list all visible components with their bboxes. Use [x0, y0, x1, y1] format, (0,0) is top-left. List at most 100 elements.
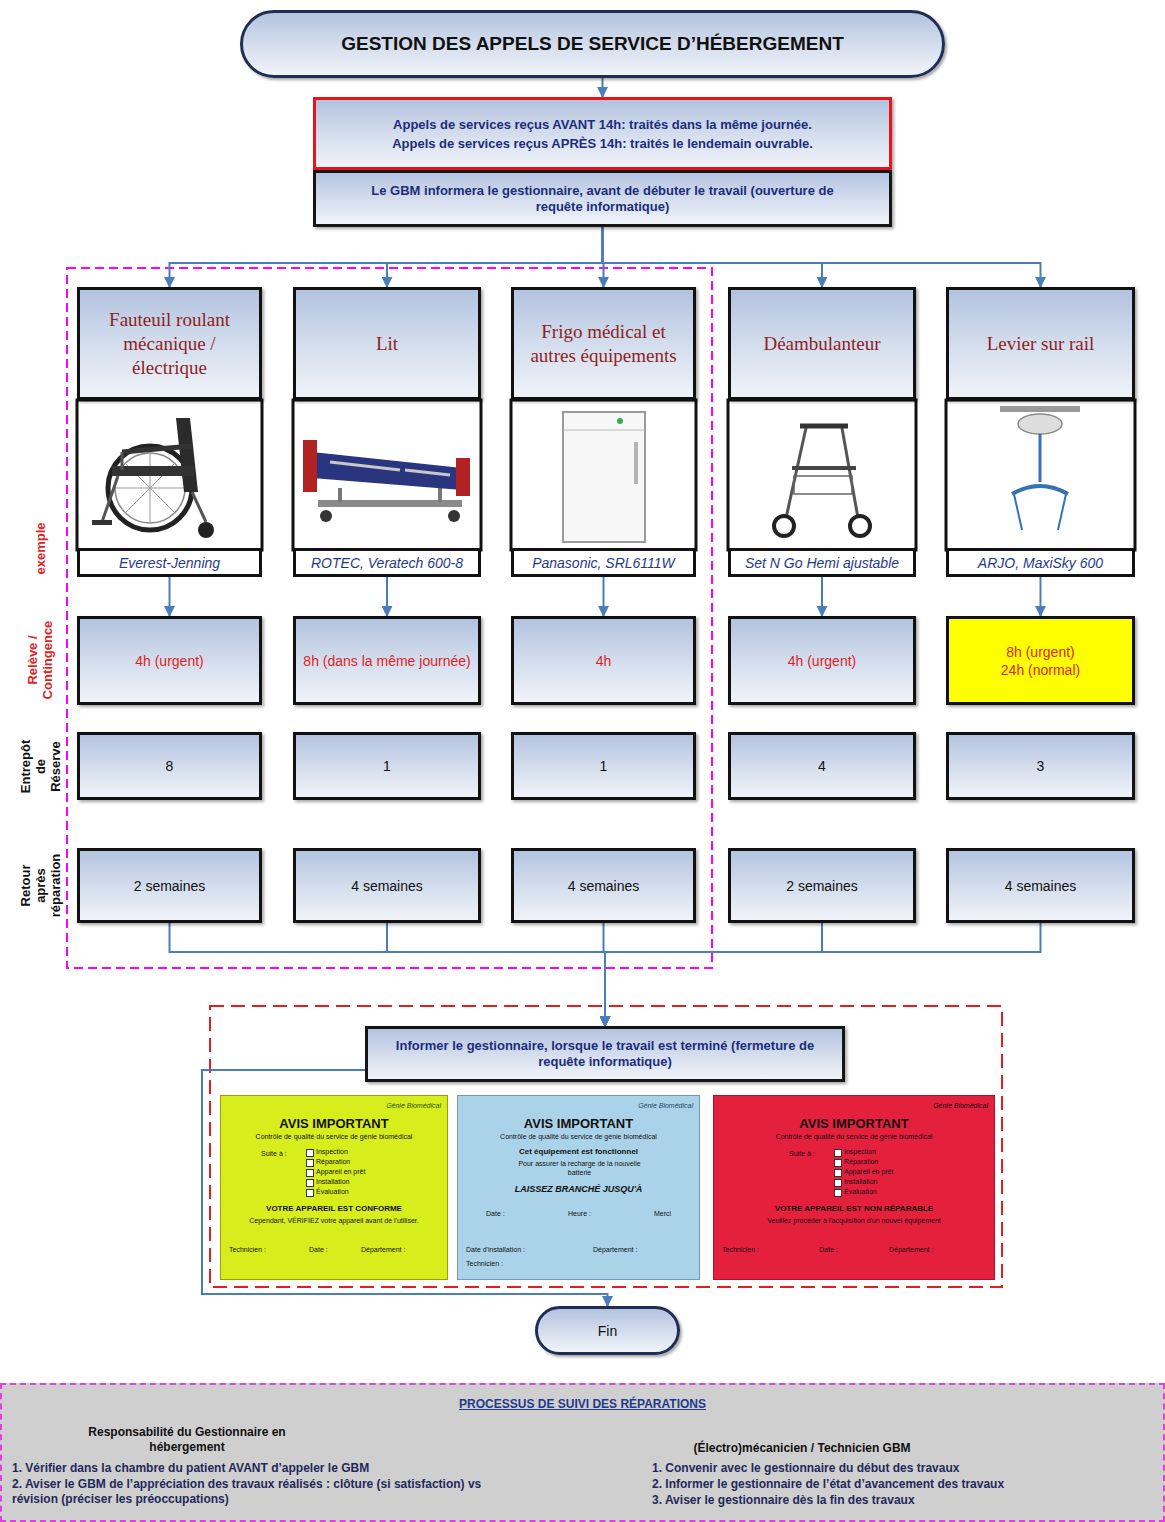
box-text: 4h (urgent) — [788, 652, 856, 670]
connector — [1040, 577, 1042, 616]
rollator-drawing — [842, 428, 858, 518]
card-text: PROCESSUS DE SUIVI DES RÉPARATIONS — [10, 1397, 1155, 1412]
rollator-drawing — [792, 466, 856, 470]
fridge-drawing — [563, 430, 645, 431]
box-text: Déambulanteur — [763, 332, 880, 356]
bed-drawing — [448, 510, 460, 522]
equipment-header: Déambulanteur — [728, 287, 916, 400]
equipment-header: Lit — [293, 287, 481, 400]
card-text: Département : — [889, 1246, 933, 1255]
connector — [602, 78, 604, 97]
return-box: 4 semaines — [293, 848, 481, 923]
card-text: 1. Vérifier dans la chambre du patient A… — [12, 1461, 612, 1476]
box-text: 2 semaines — [786, 878, 858, 894]
stock-box: 1 — [511, 732, 696, 800]
connector — [603, 227, 823, 287]
delay-box: 4h (urgent) — [728, 616, 916, 705]
box-text: 8h (urgent) 24h (normal) — [996, 643, 1086, 679]
bed-drawing — [303, 440, 317, 492]
connector — [603, 577, 605, 616]
process-box: Informer le gestionnaire, lorsque le tra… — [365, 1026, 845, 1082]
card-text: Suite à : — [789, 1150, 815, 1159]
card-text: Inspection — [834, 1148, 876, 1157]
bed-drawing — [320, 510, 332, 522]
box-text: Everest-Jenning — [119, 555, 220, 571]
card-text: Installation — [306, 1178, 349, 1187]
model-caption: Panasonic, SRL6111W — [511, 548, 696, 577]
ceiling-lift-drawing — [1000, 406, 1080, 412]
ceiling-lift-drawing — [1012, 486, 1068, 494]
card-text: Veuillez procéder à l'acquisition d'un n… — [722, 1217, 986, 1226]
rollator-drawing — [774, 516, 794, 536]
image-frame — [728, 400, 916, 550]
box-text: Levier sur rail — [987, 332, 1095, 356]
row-label: Entrepôt de Réserve — [18, 734, 63, 798]
return-box: 2 semaines — [77, 848, 262, 923]
card-text: AVIS IMPORTANT — [466, 1116, 691, 1132]
image-frame — [77, 400, 262, 550]
card-text: Département : — [593, 1246, 637, 1255]
card-text: Technicien : — [466, 1260, 503, 1269]
card-text: Installation — [834, 1178, 877, 1187]
wheelchair-drawing — [112, 466, 194, 476]
image-frame — [77, 400, 1135, 550]
card-text: Technicien : — [229, 1246, 266, 1255]
card-text: Cependant, VÉRIFIEZ votre appareil avant… — [229, 1217, 439, 1226]
wheelchair-drawing — [92, 418, 214, 538]
fridge-drawing — [563, 412, 645, 542]
model-caption: Everest-Jenning — [77, 548, 262, 577]
card-text: Département : — [361, 1246, 405, 1255]
row-label: exemple — [33, 508, 48, 588]
stock-box: 3 — [946, 732, 1135, 800]
card-text: Contrôle de qualité du service de génie … — [229, 1133, 439, 1142]
box-text: Informer le gestionnaire, lorsque le tra… — [380, 1038, 830, 1070]
connector — [386, 577, 388, 616]
notice-card: Génie BiomédicalAVIS IMPORTANTContrôle d… — [457, 1095, 700, 1280]
rollator-drawing — [800, 424, 848, 429]
card-text: LAISSEZ BRANCHÉ JUSQU'À — [466, 1184, 691, 1195]
box-text: 3 — [1037, 758, 1045, 774]
model-caption: Set N Go Hemi ajustable — [728, 548, 916, 577]
rollator-drawing — [794, 476, 852, 494]
image-frame — [511, 400, 696, 550]
rule-box: Appels de services reçus AVANT 14h: trai… — [313, 97, 892, 170]
bed-drawing — [303, 440, 470, 522]
card-text: Contrôle de qualité du service de génie … — [722, 1133, 986, 1142]
end-terminator: Fin — [535, 1306, 680, 1355]
card-text: Inspection — [306, 1148, 348, 1157]
fridge-drawing — [634, 442, 638, 484]
card-text: Suite à : — [261, 1150, 287, 1159]
card-text: Merci — [654, 1210, 671, 1219]
start-terminator: GESTION DES APPELS DE SERVICE D’HÉBERGEM… — [240, 10, 945, 78]
box-text: 4 semaines — [1005, 878, 1077, 894]
card-text: VOTRE APPAREIL EST CONFORME — [229, 1204, 439, 1214]
ceiling-lift-drawing — [1039, 434, 1042, 482]
equipment-header: Frigo médical et autres équipements — [511, 287, 696, 400]
image-frame — [946, 400, 1135, 550]
return-box: 2 semaines — [728, 848, 916, 923]
wheelchair-drawing — [115, 453, 185, 523]
box-text: 4h — [596, 652, 612, 670]
box-text: 8 — [166, 758, 174, 774]
card-text: Évaluation — [834, 1188, 877, 1197]
region-outline — [67, 268, 712, 968]
card-text: Réparation — [834, 1158, 878, 1167]
card-text: 2. Aviser le GBM de l’appréciation des t… — [12, 1477, 482, 1507]
notice-card: Génie BiomédicalAVIS IMPORTANTContrôle d… — [713, 1095, 995, 1280]
bed-drawing — [405, 470, 450, 475]
card-text: Réparation — [306, 1158, 350, 1167]
box-text: Fin — [598, 1323, 617, 1339]
process-panel: PROCESSUS DE SUIVI DES RÉPARATIONSRespon… — [0, 1383, 1165, 1522]
card-text: Génie Biomédical — [638, 1102, 693, 1111]
process-box: Le GBM informera le gestionnaire, avant … — [313, 170, 892, 227]
card-text: 1. Convenir avec le gestionnaire du débu… — [652, 1461, 1152, 1476]
image-frame — [293, 400, 481, 550]
row-label: Retour après réparation — [18, 845, 63, 925]
wheelchair-drawing — [192, 492, 206, 522]
card-text: 3. Aviser le gestionnaire dès la fin des… — [652, 1493, 1152, 1508]
notice-card: Génie BiomédicalAVIS IMPORTANTContrôle d… — [220, 1095, 448, 1280]
bed-drawing — [330, 462, 400, 470]
ceiling-lift-drawing — [1058, 494, 1066, 530]
card-text: Heure : — [568, 1210, 591, 1219]
card-text: 2. Informer le gestionnaire de l’état d’… — [652, 1477, 1152, 1492]
